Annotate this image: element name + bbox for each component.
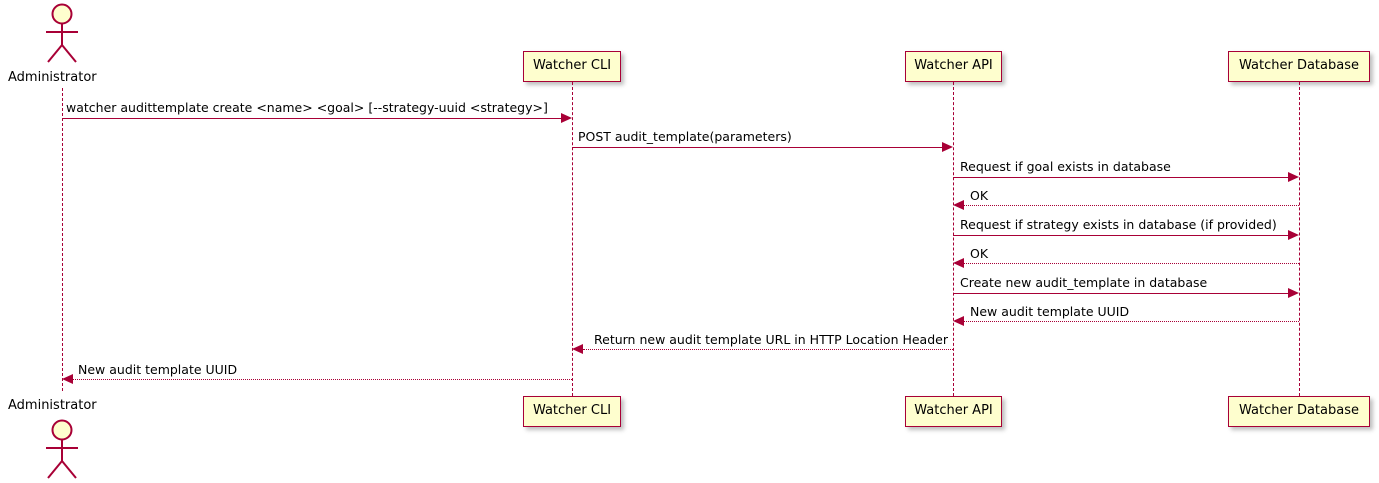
lifeline-administrator	[62, 88, 63, 391]
message-line-2	[572, 147, 942, 148]
actor-label-administrator-bottom: Administrator	[8, 398, 97, 413]
message-label-7: Create new audit_template in database	[960, 275, 1208, 290]
message-label-6: OK	[970, 246, 989, 261]
message-arrowhead-3	[1288, 172, 1299, 182]
lifeline-watcher-api	[953, 82, 954, 396]
lifeline-watcher-database	[1299, 82, 1300, 396]
message-arrowhead-1	[561, 113, 572, 123]
participant-watcher-database-bottom[interactable]: Watcher Database	[1228, 396, 1370, 427]
participant-watcher-database-top[interactable]: Watcher Database	[1228, 51, 1370, 82]
message-arrowhead-6	[953, 258, 964, 268]
message-label-4: OK	[970, 188, 989, 203]
lifeline-watcher-cli	[572, 82, 573, 396]
message-arrowhead-7	[1288, 288, 1299, 298]
message-arrowhead-10	[62, 374, 73, 384]
message-line-3	[953, 177, 1288, 178]
message-line-10	[73, 379, 572, 380]
message-line-4	[964, 205, 1299, 206]
message-label-2: POST audit_template(parameters)	[578, 129, 792, 144]
message-arrowhead-2	[942, 142, 953, 152]
message-label-3: Request if goal exists in database	[960, 159, 1171, 174]
message-label-8: New audit template UUID	[970, 304, 1130, 319]
message-arrowhead-9	[572, 344, 583, 354]
message-line-9	[583, 349, 953, 350]
message-line-8	[964, 321, 1299, 322]
participant-watcher-api-bottom[interactable]: Watcher API	[905, 396, 1002, 427]
message-arrowhead-4	[953, 200, 964, 210]
message-line-5	[953, 235, 1288, 236]
message-label-10: New audit template UUID	[78, 362, 238, 377]
actor-label-administrator-top: Administrator	[8, 70, 97, 85]
actor-administrator-top	[46, 3, 78, 63]
message-arrowhead-5	[1288, 230, 1299, 240]
message-label-1: watcher audittemplate create <name> <goa…	[66, 100, 548, 115]
participant-watcher-cli-bottom[interactable]: Watcher CLI	[523, 396, 621, 427]
message-line-6	[964, 263, 1299, 264]
message-line-1	[62, 118, 561, 119]
participant-watcher-cli-top[interactable]: Watcher CLI	[523, 51, 621, 82]
message-label-9: Return new audit template URL in HTTP Lo…	[594, 332, 948, 347]
message-line-7	[953, 293, 1288, 294]
message-arrowhead-8	[953, 316, 964, 326]
participant-watcher-api-top[interactable]: Watcher API	[905, 51, 1002, 82]
actor-administrator-bottom	[46, 419, 78, 479]
message-label-5: Request if strategy exists in database (…	[960, 217, 1277, 232]
